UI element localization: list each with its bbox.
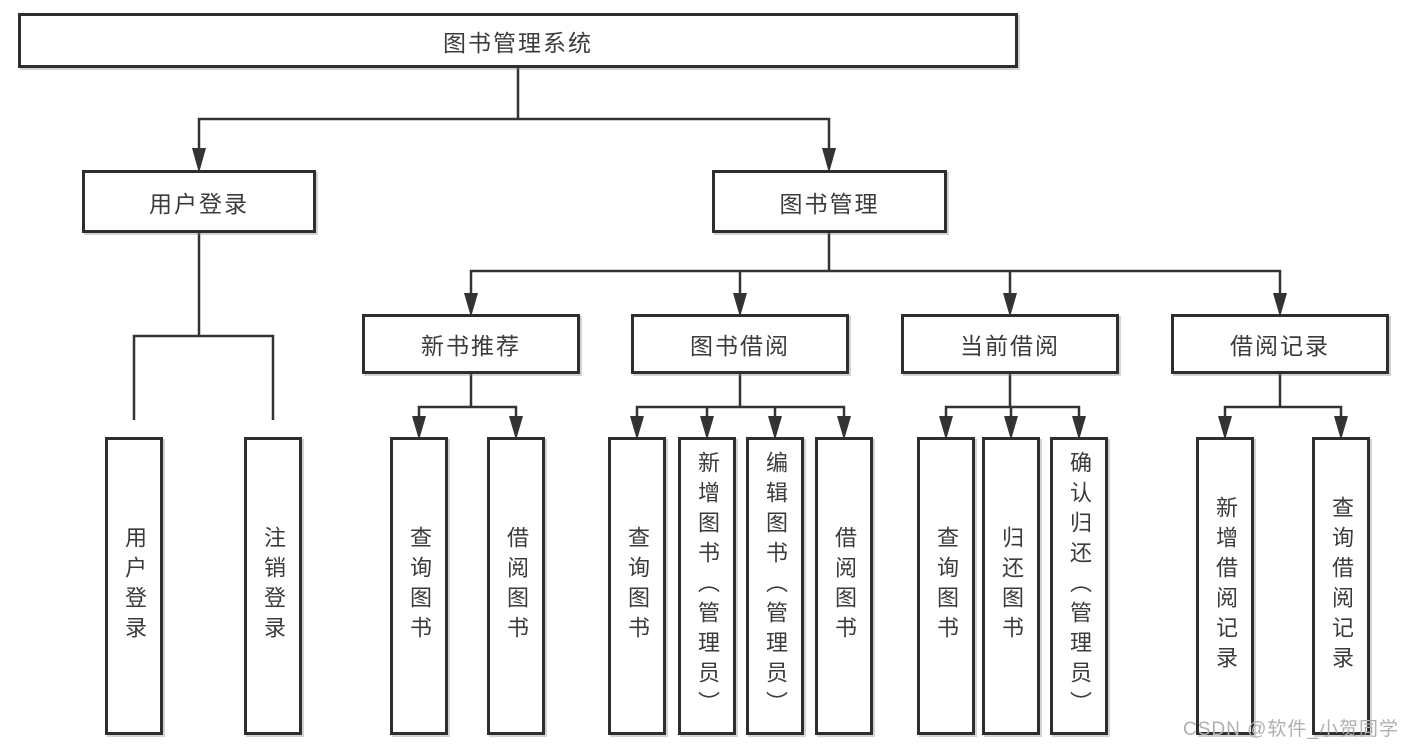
leaf-label: 查询图书 (625, 526, 650, 646)
leaf-label: 新增图书（管理员） (695, 451, 720, 721)
leaf-query-books-borrow: 查询图书 (608, 437, 666, 735)
node-book-management: 图书管理 (712, 170, 947, 233)
leaf-query-borrow-record: 查询借阅记录 (1312, 437, 1370, 735)
leaf-return-books: 归还图书 (982, 437, 1040, 735)
leaf-add-books-admin: 新增图书（管理员） (678, 437, 736, 735)
leaf-borrow-books: 借阅图书 (815, 437, 873, 735)
leaf-logout: 注销登录 (244, 437, 302, 735)
node-book-borrowing: 图书借阅 (631, 314, 849, 374)
node-current-borrowing: 当前借阅 (901, 314, 1119, 374)
node-user-login: 用户登录 (82, 170, 316, 233)
leaf-confirm-return-admin: 确认归还（管理员） (1050, 437, 1108, 735)
node-borrowing-records: 借阅记录 (1171, 314, 1389, 374)
leaf-user-login: 用户登录 (105, 437, 163, 735)
leaf-label: 新增借阅记录 (1213, 496, 1238, 676)
leaf-label: 归还图书 (999, 526, 1024, 646)
leaf-edit-books-admin: 编辑图书（管理员） (746, 437, 804, 735)
node-new-book-recommendation: 新书推荐 (362, 314, 580, 374)
leaf-query-books-recommend: 查询图书 (390, 437, 448, 735)
leaf-label: 确认归还（管理员） (1067, 451, 1092, 721)
watermark: CSDN @软件_小贺同学 (1183, 719, 1399, 740)
leaf-label: 用户登录 (122, 526, 147, 646)
leaf-borrow-books-recommend: 借阅图书 (487, 437, 545, 735)
leaf-label: 注销登录 (261, 526, 286, 646)
leaf-label: 查询借阅记录 (1329, 496, 1354, 676)
arrow-down-icons (192, 148, 1348, 440)
leaf-label: 查询图书 (407, 526, 432, 646)
leaf-add-borrow-record: 新增借阅记录 (1196, 437, 1254, 735)
leaf-label: 查询图书 (934, 526, 959, 646)
leaf-label: 借阅图书 (832, 526, 857, 646)
node-root: 图书管理系统 (18, 13, 1018, 68)
leaf-label: 编辑图书（管理员） (763, 451, 788, 721)
leaf-label: 借阅图书 (504, 526, 529, 646)
leaf-query-books-current: 查询图书 (917, 437, 975, 735)
